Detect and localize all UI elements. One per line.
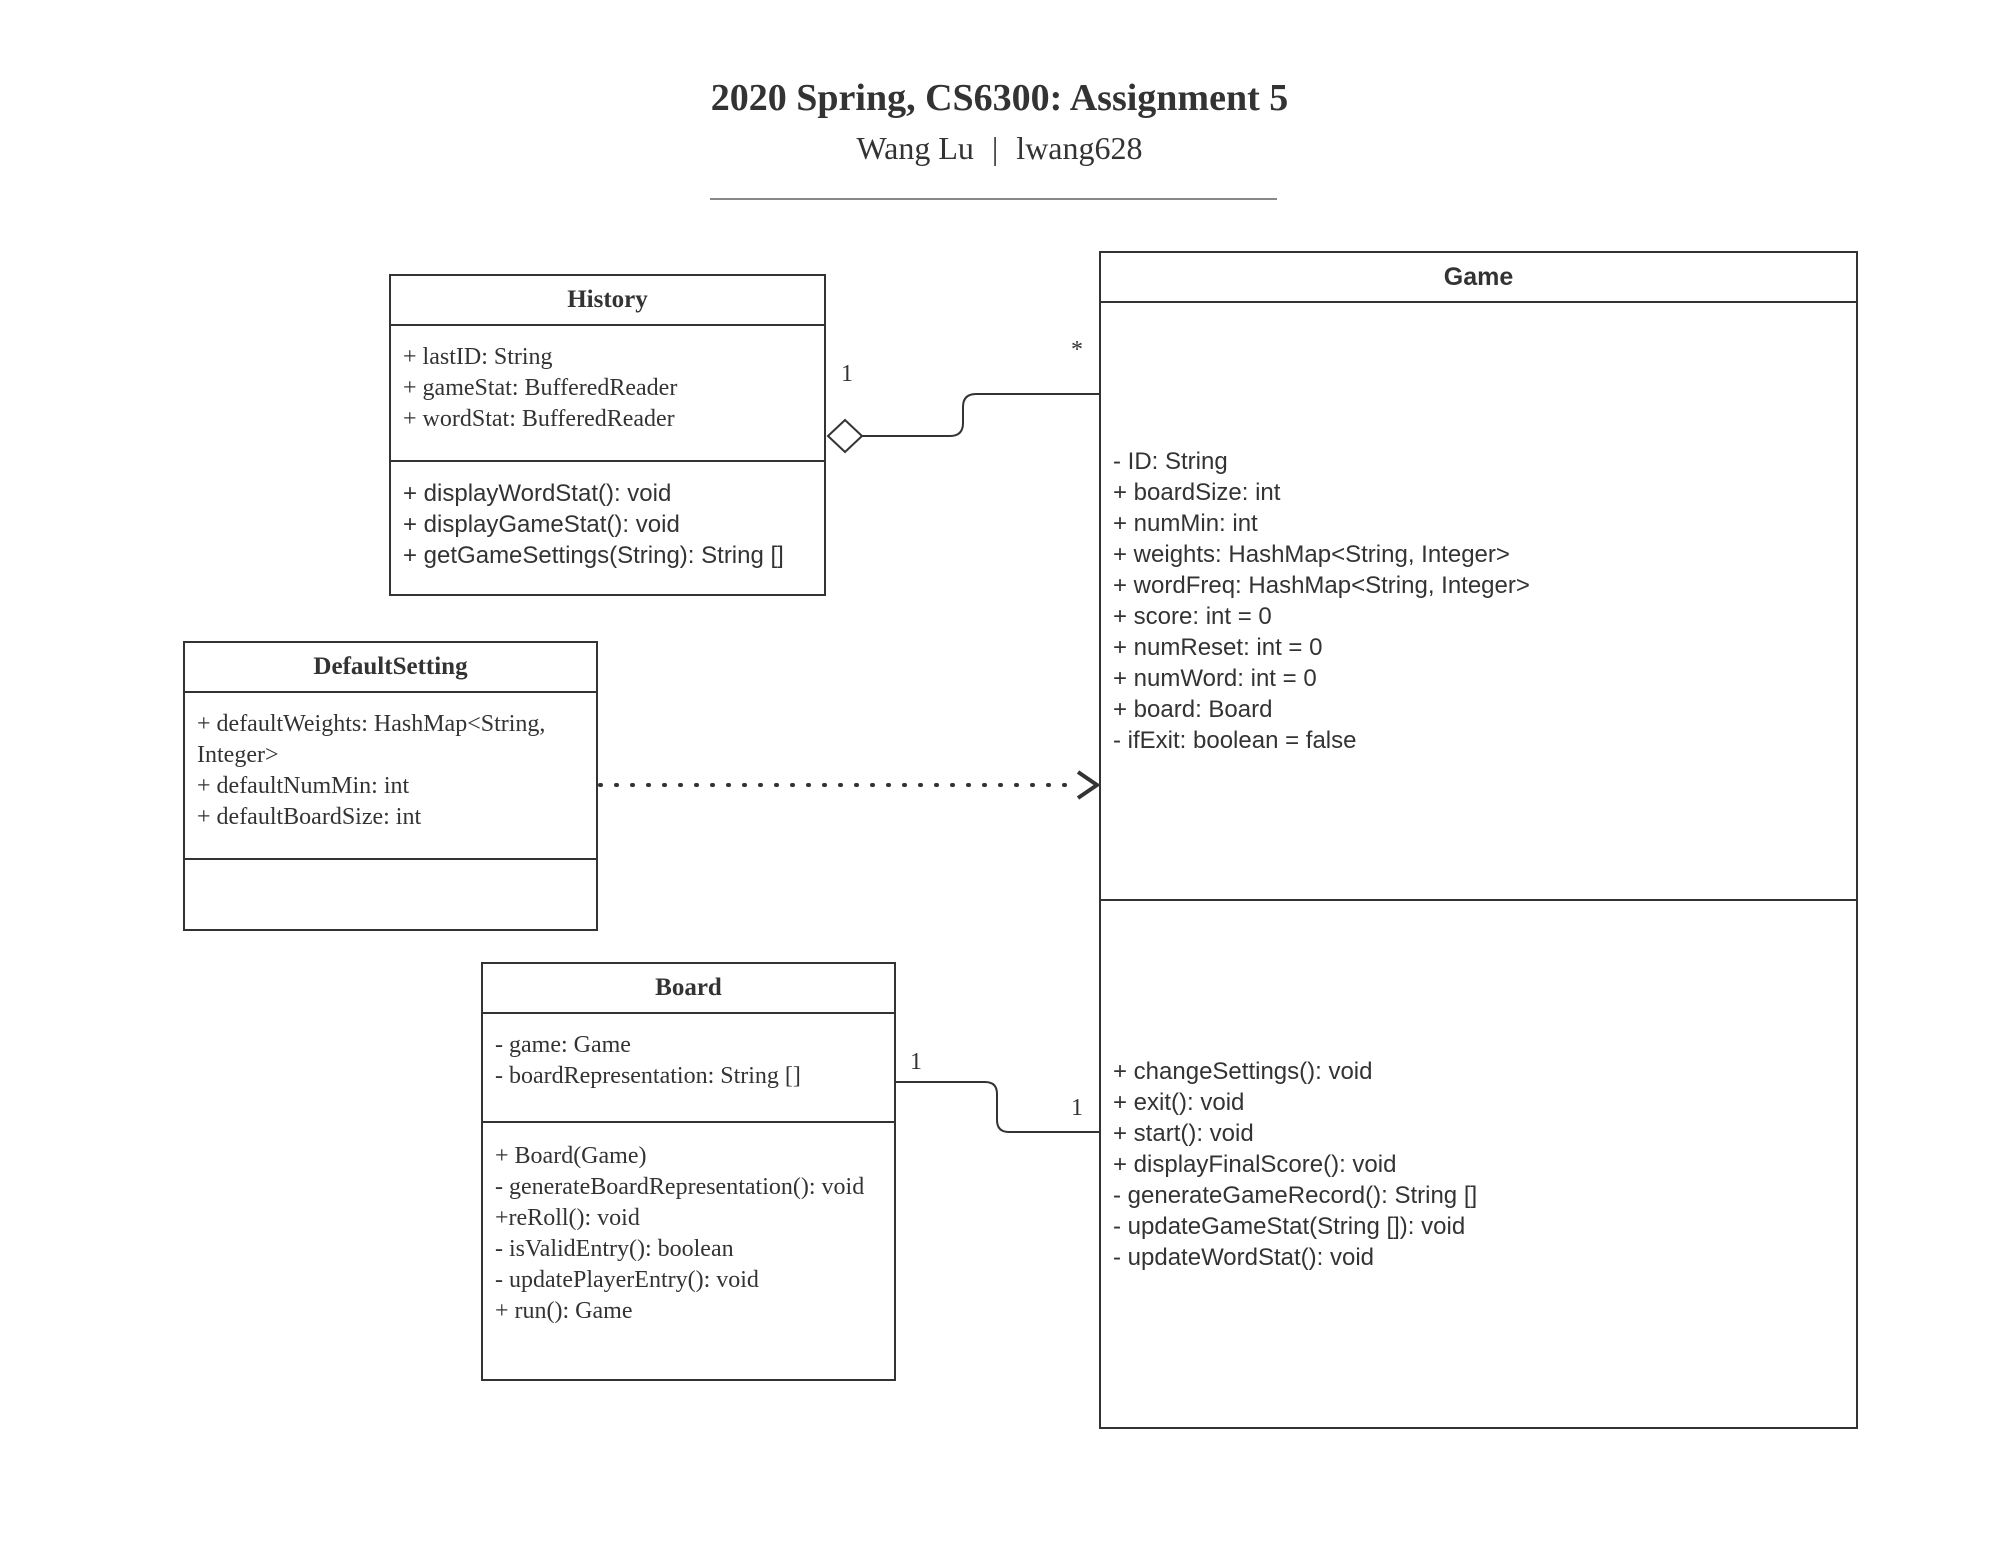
class-name: Game [1101, 253, 1856, 303]
attribute: + numMin: int [1113, 510, 1258, 537]
title-divider [710, 198, 1277, 200]
multiplicity-game-board: 1 [1071, 1095, 1083, 1121]
page-subtitle: Wang Lu | lwang628 [0, 130, 1999, 167]
attribute: + lastID: String [403, 344, 553, 370]
methods-section [185, 858, 596, 929]
attribute: + gameStat: BufferedReader [403, 375, 678, 401]
attributes-section: - game: Game - boardRepresentation: Stri… [483, 1014, 894, 1121]
method: + exit(): void [1113, 1088, 1245, 1116]
method: + displayGameStat(): void [403, 511, 680, 538]
attribute: + boardSize: int [1113, 479, 1281, 506]
method: + displayFinalScore(): void [1113, 1150, 1397, 1178]
attribute: + defaultBoardSize: int [197, 804, 422, 830]
user-id: lwang628 [1016, 130, 1143, 166]
method: + displayWordStat(): void [403, 480, 672, 507]
attribute: - game: Game [495, 1032, 631, 1058]
dependency-arrowhead [1076, 770, 1101, 800]
subtitle-separator: | [991, 130, 999, 166]
methods-section: + Board(Game) - generateBoardRepresentat… [483, 1121, 894, 1327]
multiplicity-game-history: * [1071, 337, 1083, 363]
attributes-section: + defaultWeights: HashMap<String, Intege… [185, 693, 596, 858]
attribute: + numReset: int = 0 [1113, 634, 1323, 661]
multiplicity-board: 1 [910, 1049, 922, 1075]
attribute: + weights: HashMap<String, Integer> [1113, 541, 1510, 568]
attribute: + score: int = 0 [1113, 603, 1272, 630]
attribute: - ifExit: boolean = false [1113, 727, 1357, 754]
methods-section: + displayWordStat(): void + displayGameS… [391, 460, 824, 571]
method: - updateGameStat(String []): void [1113, 1212, 1466, 1240]
attribute: + board: Board [1113, 696, 1273, 723]
author-name: Wang Lu [856, 130, 974, 166]
attribute: + wordFreq: HashMap<String, Integer> [1113, 572, 1530, 599]
attribute: - ID: String [1113, 448, 1228, 475]
attribute: + defaultNumMin: int [197, 773, 410, 799]
multiplicity-history: 1 [841, 361, 853, 387]
class-name: Board [483, 964, 894, 1014]
aggregation-line-history-game [862, 393, 1101, 437]
page-title: 2020 Spring, CS6300: Assignment 5 [710, 77, 1289, 119]
attribute: + numWord: int = 0 [1113, 665, 1317, 692]
association-line-board-game [894, 1081, 1101, 1133]
method: + getGameSettings(String): String [] [403, 542, 784, 569]
attributes-section: + lastID: String + gameStat: BufferedRea… [391, 326, 824, 460]
class-board[interactable]: Board - game: Game - boardRepresentation… [481, 962, 896, 1381]
methods-section: + changeSettings(): void + exit(): void … [1101, 899, 1856, 1427]
attributes-section: - ID: String + boardSize: int + numMin: … [1101, 303, 1856, 899]
method: +reRoll(): void [495, 1205, 640, 1231]
method: - generateBoardRepresentation(): void [495, 1174, 865, 1200]
attribute: + defaultWeights: HashMap<String, Intege… [197, 711, 546, 768]
class-game[interactable]: Game - ID: String + boardSize: int + num… [1099, 251, 1858, 1429]
attribute: + wordStat: BufferedReader [403, 406, 675, 432]
method: - updatePlayerEntry(): void [495, 1267, 759, 1293]
class-name: History [391, 276, 824, 326]
method: + run(): Game [495, 1298, 633, 1324]
attribute: - boardRepresentation: String [] [495, 1063, 801, 1089]
class-defaultsetting[interactable]: DefaultSetting + defaultWeights: HashMap… [183, 641, 598, 931]
method: + Board(Game) [495, 1143, 647, 1169]
method: - updateWordStat(): void [1113, 1243, 1375, 1271]
aggregation-diamond [826, 418, 864, 454]
method: - generateGameRecord(): String [] [1113, 1181, 1478, 1209]
method: + changeSettings(): void [1113, 1057, 1373, 1085]
method: + start(): void [1113, 1119, 1254, 1147]
class-history[interactable]: History + lastID: String + gameStat: Buf… [389, 274, 826, 596]
class-name: DefaultSetting [185, 643, 596, 693]
method: - isValidEntry(): boolean [495, 1236, 734, 1262]
